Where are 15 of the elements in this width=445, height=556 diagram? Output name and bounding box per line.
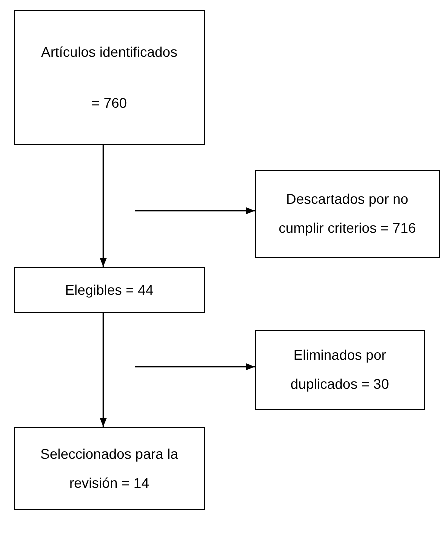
- arrow: [135, 363, 255, 371]
- arrow: [135, 207, 255, 215]
- box-text: Elegibles = 44: [65, 280, 154, 300]
- arrow: [100, 313, 108, 427]
- process-box: [14, 427, 205, 510]
- box-text: Artículos identificados: [41, 42, 178, 62]
- box-text: Descartados por no cumplir criterios = 716: [278, 190, 418, 238]
- box-text: Seleccionados para la revisión = 14: [40, 444, 180, 492]
- process-box: [255, 170, 440, 258]
- box-text: = 760: [92, 94, 128, 112]
- box-text: Eliminados por duplicados = 30: [290, 346, 390, 394]
- process-box: [14, 267, 205, 313]
- process-box: [255, 330, 425, 410]
- arrow: [100, 145, 108, 267]
- process-box: [14, 10, 205, 145]
